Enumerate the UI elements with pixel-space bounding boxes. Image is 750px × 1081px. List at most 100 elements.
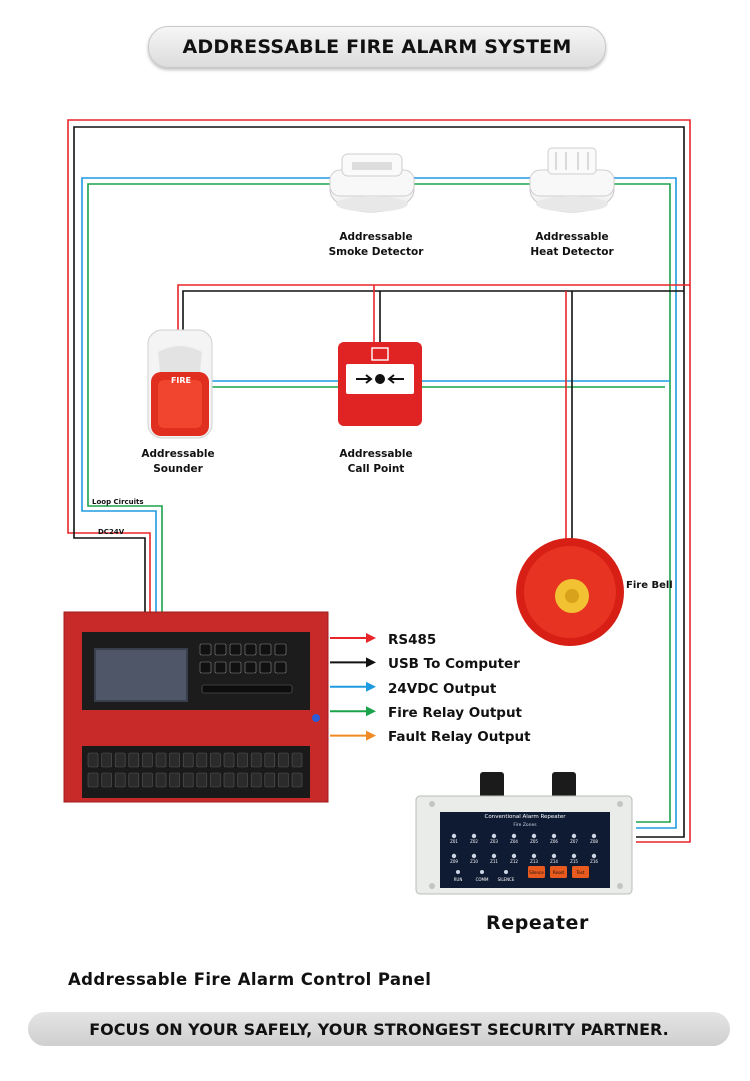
repeater-button[interactable]: [572, 866, 589, 878]
panel-function-key: [244, 661, 257, 674]
sounder-label-line1: Addressable: [141, 448, 215, 460]
zone-led: [511, 833, 517, 839]
zone-led: [491, 833, 497, 839]
zone-label: Z01: [450, 839, 458, 844]
panel-key: [114, 752, 126, 768]
output-arrow: [330, 730, 376, 741]
smoke-detector-label-line2: Smoke Detector: [328, 246, 424, 258]
sounder-fire-text: FIRE: [170, 376, 192, 385]
zone-label: Z06: [550, 839, 558, 844]
panel-key: [142, 752, 153, 768]
repeater-button[interactable]: [528, 866, 545, 878]
panel-key: [278, 772, 289, 788]
zone-led: [571, 833, 577, 839]
smoke-detector-label: Addressable Smoke Detector: [306, 230, 446, 260]
output-label-24vdc: 24VDC Output: [388, 681, 497, 697]
zone-led: [531, 853, 537, 859]
panel-function-key: [214, 661, 227, 674]
smoke-detector-label-line1: Addressable: [339, 231, 413, 243]
panel-key: [196, 772, 208, 788]
control-panel-icon: [63, 611, 329, 803]
call-point-icon: [338, 342, 422, 426]
panel-function-key: [259, 643, 272, 656]
repeater-button[interactable]: [550, 866, 567, 878]
wire-blue-loop: [81, 177, 677, 829]
wire-black-loop: [73, 126, 685, 838]
fire-bell-icon: [516, 538, 624, 646]
wire-green-loop: [87, 183, 671, 823]
panel-key: [250, 752, 262, 768]
zone-label: Z15: [570, 859, 578, 864]
panel-function-key: [199, 661, 212, 674]
repeater-button-label: Test: [576, 870, 585, 875]
call-point-label-line2: Call Point: [347, 463, 405, 475]
zone-label: Z16: [590, 859, 598, 864]
repeater-zones-heading: Fire Zones: [513, 823, 537, 828]
zone-led: [551, 853, 557, 859]
dc24v-label: DC24V: [98, 528, 125, 536]
panel-key: [182, 752, 194, 768]
panel-key: [128, 772, 140, 788]
control-panel-title: Addressable Fire Alarm Control Panel: [68, 970, 432, 989]
sounder-label: Addressable Sounder: [108, 447, 248, 477]
zone-led: [551, 833, 557, 839]
output-label-fault-relay: Fault Relay Output: [388, 729, 531, 745]
output-arrows: [330, 633, 376, 741]
panel-key: [114, 772, 126, 788]
zone-label: Z11: [490, 859, 498, 864]
zone-led: [591, 853, 597, 859]
panel-key: [264, 772, 276, 788]
output-label-rs485: RS485: [388, 632, 437, 648]
panel-key: [210, 752, 221, 768]
zone-led: [531, 833, 537, 839]
panel-key: [223, 752, 235, 768]
panel-key: [223, 772, 235, 788]
call-point-label-line1: Addressable: [339, 448, 413, 460]
panel-key: [169, 772, 180, 788]
zone-label: Z04: [510, 839, 518, 844]
sounder-icon: [147, 329, 213, 439]
panel-key: [182, 772, 194, 788]
heat-detector-label-line2: Heat Detector: [530, 246, 614, 258]
status-led: [456, 870, 460, 874]
footer-slogan: FOCUS ON YOUR SAFELY, YOUR STRONGEST SEC…: [28, 1012, 730, 1046]
panel-key: [237, 752, 248, 768]
status-label: COMM: [476, 877, 489, 882]
page-title: ADDRESSABLE FIRE ALARM SYSTEM: [148, 26, 606, 68]
output-arrow: [330, 706, 376, 717]
zone-label: Z05: [530, 839, 538, 844]
zone-led: [451, 853, 457, 859]
status-led: [504, 870, 508, 874]
panel-key: [155, 772, 167, 788]
output-arrow: [330, 657, 376, 668]
repeater-button-label: Silence: [529, 870, 544, 875]
panel-key: [87, 772, 99, 788]
zone-led: [471, 853, 477, 859]
panel-function-keys: [199, 643, 287, 674]
call-point-label: Addressable Call Point: [306, 447, 446, 477]
panel-key: [278, 752, 289, 768]
panel-key: [101, 772, 112, 788]
panel-key: [264, 752, 276, 768]
zone-label: Z13: [530, 859, 538, 864]
smoke-detector-icon: [329, 153, 415, 213]
zone-label: Z02: [470, 839, 478, 844]
zone-led: [491, 853, 497, 859]
panel-key: [87, 752, 99, 768]
repeater-icon: [415, 772, 633, 895]
panel-key: [155, 752, 167, 768]
panel-function-key: [214, 643, 227, 656]
zone-label: Z10: [470, 859, 478, 864]
wire-black-inner: [182, 290, 684, 330]
panel-function-key: [259, 661, 272, 674]
wire-red-inner: [177, 284, 690, 330]
zone-label: Z09: [450, 859, 458, 864]
zone-led: [451, 833, 457, 839]
zone-led: [471, 833, 477, 839]
zone-led: [511, 853, 517, 859]
panel-key-grid: [87, 752, 303, 788]
output-arrow: [330, 633, 376, 643]
zone-label: Z08: [590, 839, 598, 844]
repeater-panel-heading: Conventional Alarm Repeater: [484, 814, 566, 820]
